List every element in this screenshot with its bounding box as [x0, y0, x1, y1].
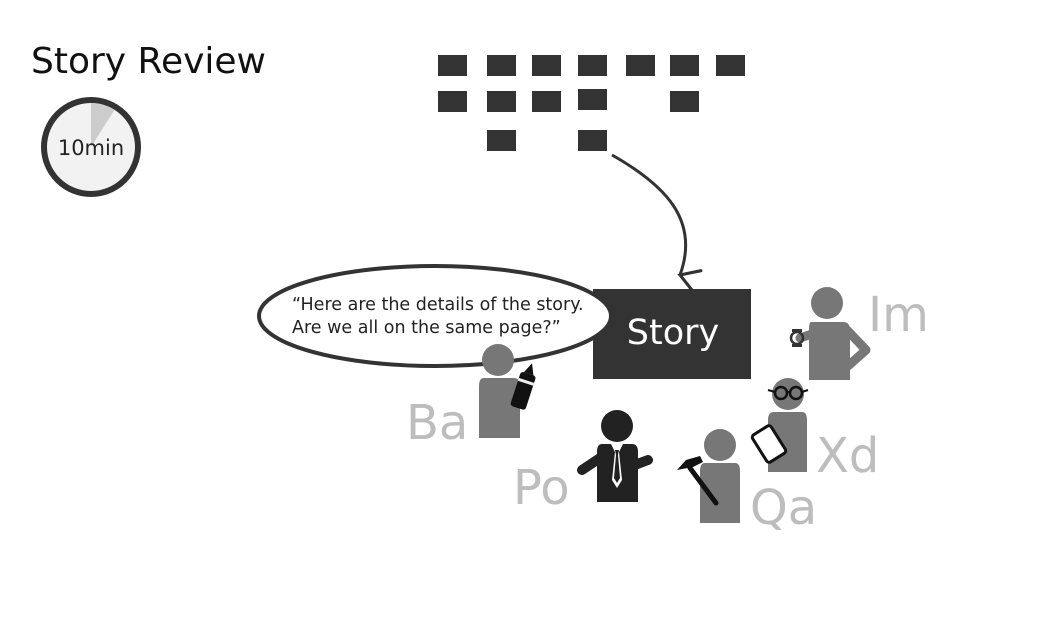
timer-label: 10min — [58, 136, 124, 160]
glasses-icon — [767, 385, 809, 401]
speech-bubble: “Here are the details of the story. Are … — [257, 264, 613, 368]
participant-label-xd: Xd — [816, 428, 879, 484]
tablet-icon — [750, 424, 788, 464]
backlog-card — [626, 55, 655, 76]
backlog-card — [578, 89, 607, 110]
participant-label-im: Im — [868, 287, 929, 343]
backlog-card — [438, 91, 467, 112]
backlog-card — [487, 130, 516, 151]
timer-elapsed-wedge — [91, 102, 115, 147]
backlog-card — [578, 130, 607, 151]
backlog-card — [487, 91, 516, 112]
backlog-card — [670, 91, 699, 112]
backlog-card — [532, 55, 561, 76]
participant-xd: Xd — [750, 378, 879, 484]
participant-label-qa: Qa — [750, 480, 817, 536]
backlog-card — [670, 55, 699, 76]
participant-qa: Qa — [677, 429, 817, 536]
participant-label-ba: Ba — [406, 395, 468, 451]
flow-arrow — [611, 153, 703, 294]
watch-icon — [789, 329, 805, 347]
story-card: Story — [593, 289, 751, 379]
story-card-label: Story — [627, 313, 719, 353]
backlog-card — [438, 55, 467, 76]
marker-icon — [510, 363, 536, 410]
participant-im: Im — [789, 287, 929, 380]
timer-icon: 10min — [41, 97, 141, 197]
page-title: Story Review — [31, 41, 266, 82]
backlog-card — [532, 91, 561, 112]
participant-po: Po — [513, 410, 653, 516]
backlog-cards — [438, 55, 745, 151]
backlog-card — [487, 55, 516, 76]
backlog-card — [578, 55, 607, 76]
hammer-icon — [677, 456, 719, 506]
tie-icon — [611, 444, 623, 488]
speech-line-1: “Here are the details of the story. — [292, 295, 584, 315]
participant-label-po: Po — [513, 460, 570, 516]
participant-ba: Ba — [406, 344, 536, 451]
backlog-card — [716, 55, 745, 76]
speech-line-2: Are we all on the same page?” — [292, 318, 561, 338]
